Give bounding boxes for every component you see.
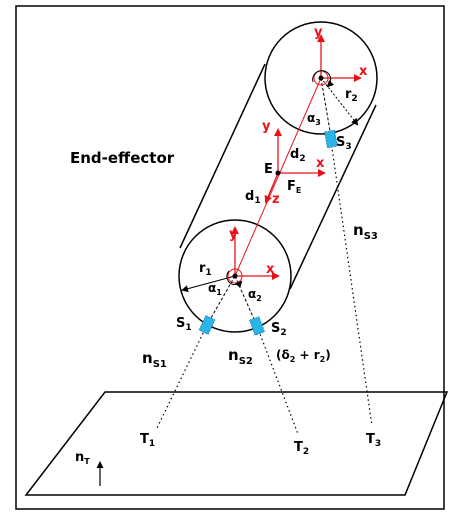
end-effector-label: End-effector	[70, 149, 175, 167]
ns2-label: nS2	[228, 346, 253, 367]
d2-label: d2	[290, 147, 306, 164]
ns3-label: nS3	[353, 221, 378, 242]
sensor-s3	[324, 129, 338, 149]
r1-line	[181, 275, 236, 293]
sensor-s2	[249, 316, 265, 336]
top-y-label: y	[314, 25, 323, 40]
delta-expression: (δ2 + r2)	[276, 348, 331, 364]
e-label: E	[264, 162, 273, 177]
t3-label: T3	[366, 432, 381, 449]
ee-z-label: z	[272, 192, 280, 207]
ns1-label: nS1	[142, 349, 167, 370]
top-center-dot	[318, 75, 324, 81]
alpha3-arc	[312, 70, 335, 88]
ns3-line	[330, 140, 373, 427]
alpha1-label: α1	[208, 281, 222, 297]
r1-label: r1	[199, 261, 212, 278]
alpha2-line	[234, 275, 258, 327]
ee-z-axis	[264, 172, 279, 204]
top-x-label: x	[359, 64, 368, 79]
t2-label: T2	[294, 440, 309, 457]
bottom-y-label: y	[229, 227, 238, 242]
target-plane	[24, 391, 449, 496]
s3-label: S3	[336, 135, 352, 152]
outer-frame	[15, 5, 445, 510]
sensor-s1	[198, 315, 216, 335]
cylinder-right-edge	[289, 104, 377, 290]
r2-label: r2	[345, 87, 358, 104]
ee-x-label: x	[316, 156, 325, 171]
bottom-z-marker	[227, 268, 243, 284]
bottom-x-label: x	[266, 262, 275, 277]
cylinder-left-edge	[179, 63, 266, 249]
bottom-center-dot	[232, 273, 238, 279]
central-axis	[234, 77, 322, 277]
s2-label: S2	[271, 321, 287, 338]
alpha1-arc	[226, 270, 243, 289]
alpha1-line	[206, 275, 236, 326]
ns2-line	[256, 325, 299, 435]
alpha3-label: α3	[307, 111, 321, 127]
ee-y-label: y	[262, 119, 271, 134]
t1-label: T1	[140, 432, 155, 449]
ee-center-dot	[275, 170, 281, 176]
fe-label: FE	[287, 179, 301, 195]
alpha2-label: α2	[248, 287, 262, 303]
s1-label: S1	[176, 316, 192, 333]
ns1-line	[156, 324, 208, 429]
nt-label: nT	[75, 450, 90, 466]
d1-label: d1	[245, 189, 261, 206]
